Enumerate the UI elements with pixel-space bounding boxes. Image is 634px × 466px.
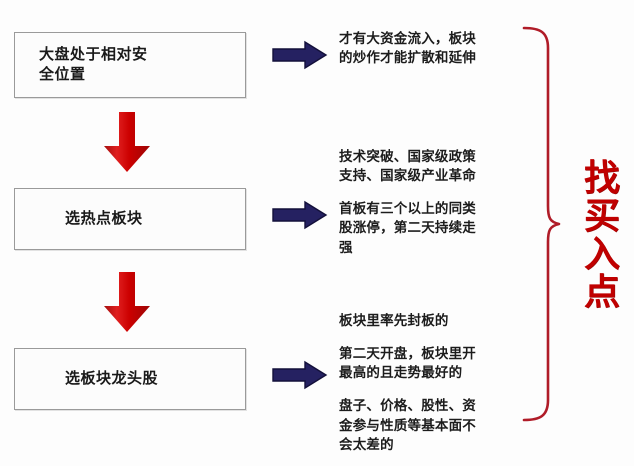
note-line: 技术突破、国家级政策 支持、国家级产业革命 (339, 149, 476, 185)
flow-box-label-step-3: 选板块龙头股 (65, 369, 159, 388)
vertical-title-char-3: 入 (583, 234, 620, 276)
arrow-right-icon-3 (272, 360, 328, 390)
note-line: 盘子、价格、股性、资 金参与性质等基本面不 会太差的 (339, 398, 476, 453)
note-group-step-3: 板块里率先封板的 第二天开盘，板块里开 最高的且走势最好的 盘子、价格、股性、资… (339, 312, 515, 455)
flow-box-step-1: 大盘处于相对安 全位置 (14, 32, 246, 98)
curly-brace-icon (518, 26, 562, 422)
flow-box-step-3: 选板块龙头股 (14, 348, 246, 410)
vertical-title: 找 买 入 点 (578, 158, 626, 314)
arrow-down-icon-2 (100, 272, 154, 334)
arrow-right-icon-2 (272, 200, 328, 230)
note-line: 首板有三个以上的同类 股涨停，第二天持续走 强 (339, 201, 476, 256)
flow-box-step-2: 选热点板块 (14, 188, 246, 250)
note-line: 板块里率先封板的 (339, 313, 449, 329)
note-line: 第二天开盘，板块里开 最高的且走势最好的 (339, 346, 476, 382)
note-group-step-2: 技术突破、国家级政策 支持、国家级产业革命 首板有三个以上的同类 股涨停，第二天… (339, 148, 515, 258)
vertical-title-char-4: 点 (583, 272, 620, 314)
note-group-step-1: 才有大资金流入，板块 的炒作才能扩散和延伸 (339, 30, 515, 68)
vertical-title-char-1: 找 (583, 158, 620, 199)
flow-box-label-step-1: 大盘处于相对安 全位置 (39, 45, 148, 83)
vertical-title-char-2: 买 (583, 196, 620, 238)
arrow-down-icon-1 (100, 112, 154, 174)
note-line: 才有大资金流入，板块 的炒作才能扩散和延伸 (339, 31, 476, 67)
arrow-right-icon-1 (272, 40, 328, 70)
flow-box-label-step-2: 选热点板块 (65, 209, 143, 228)
